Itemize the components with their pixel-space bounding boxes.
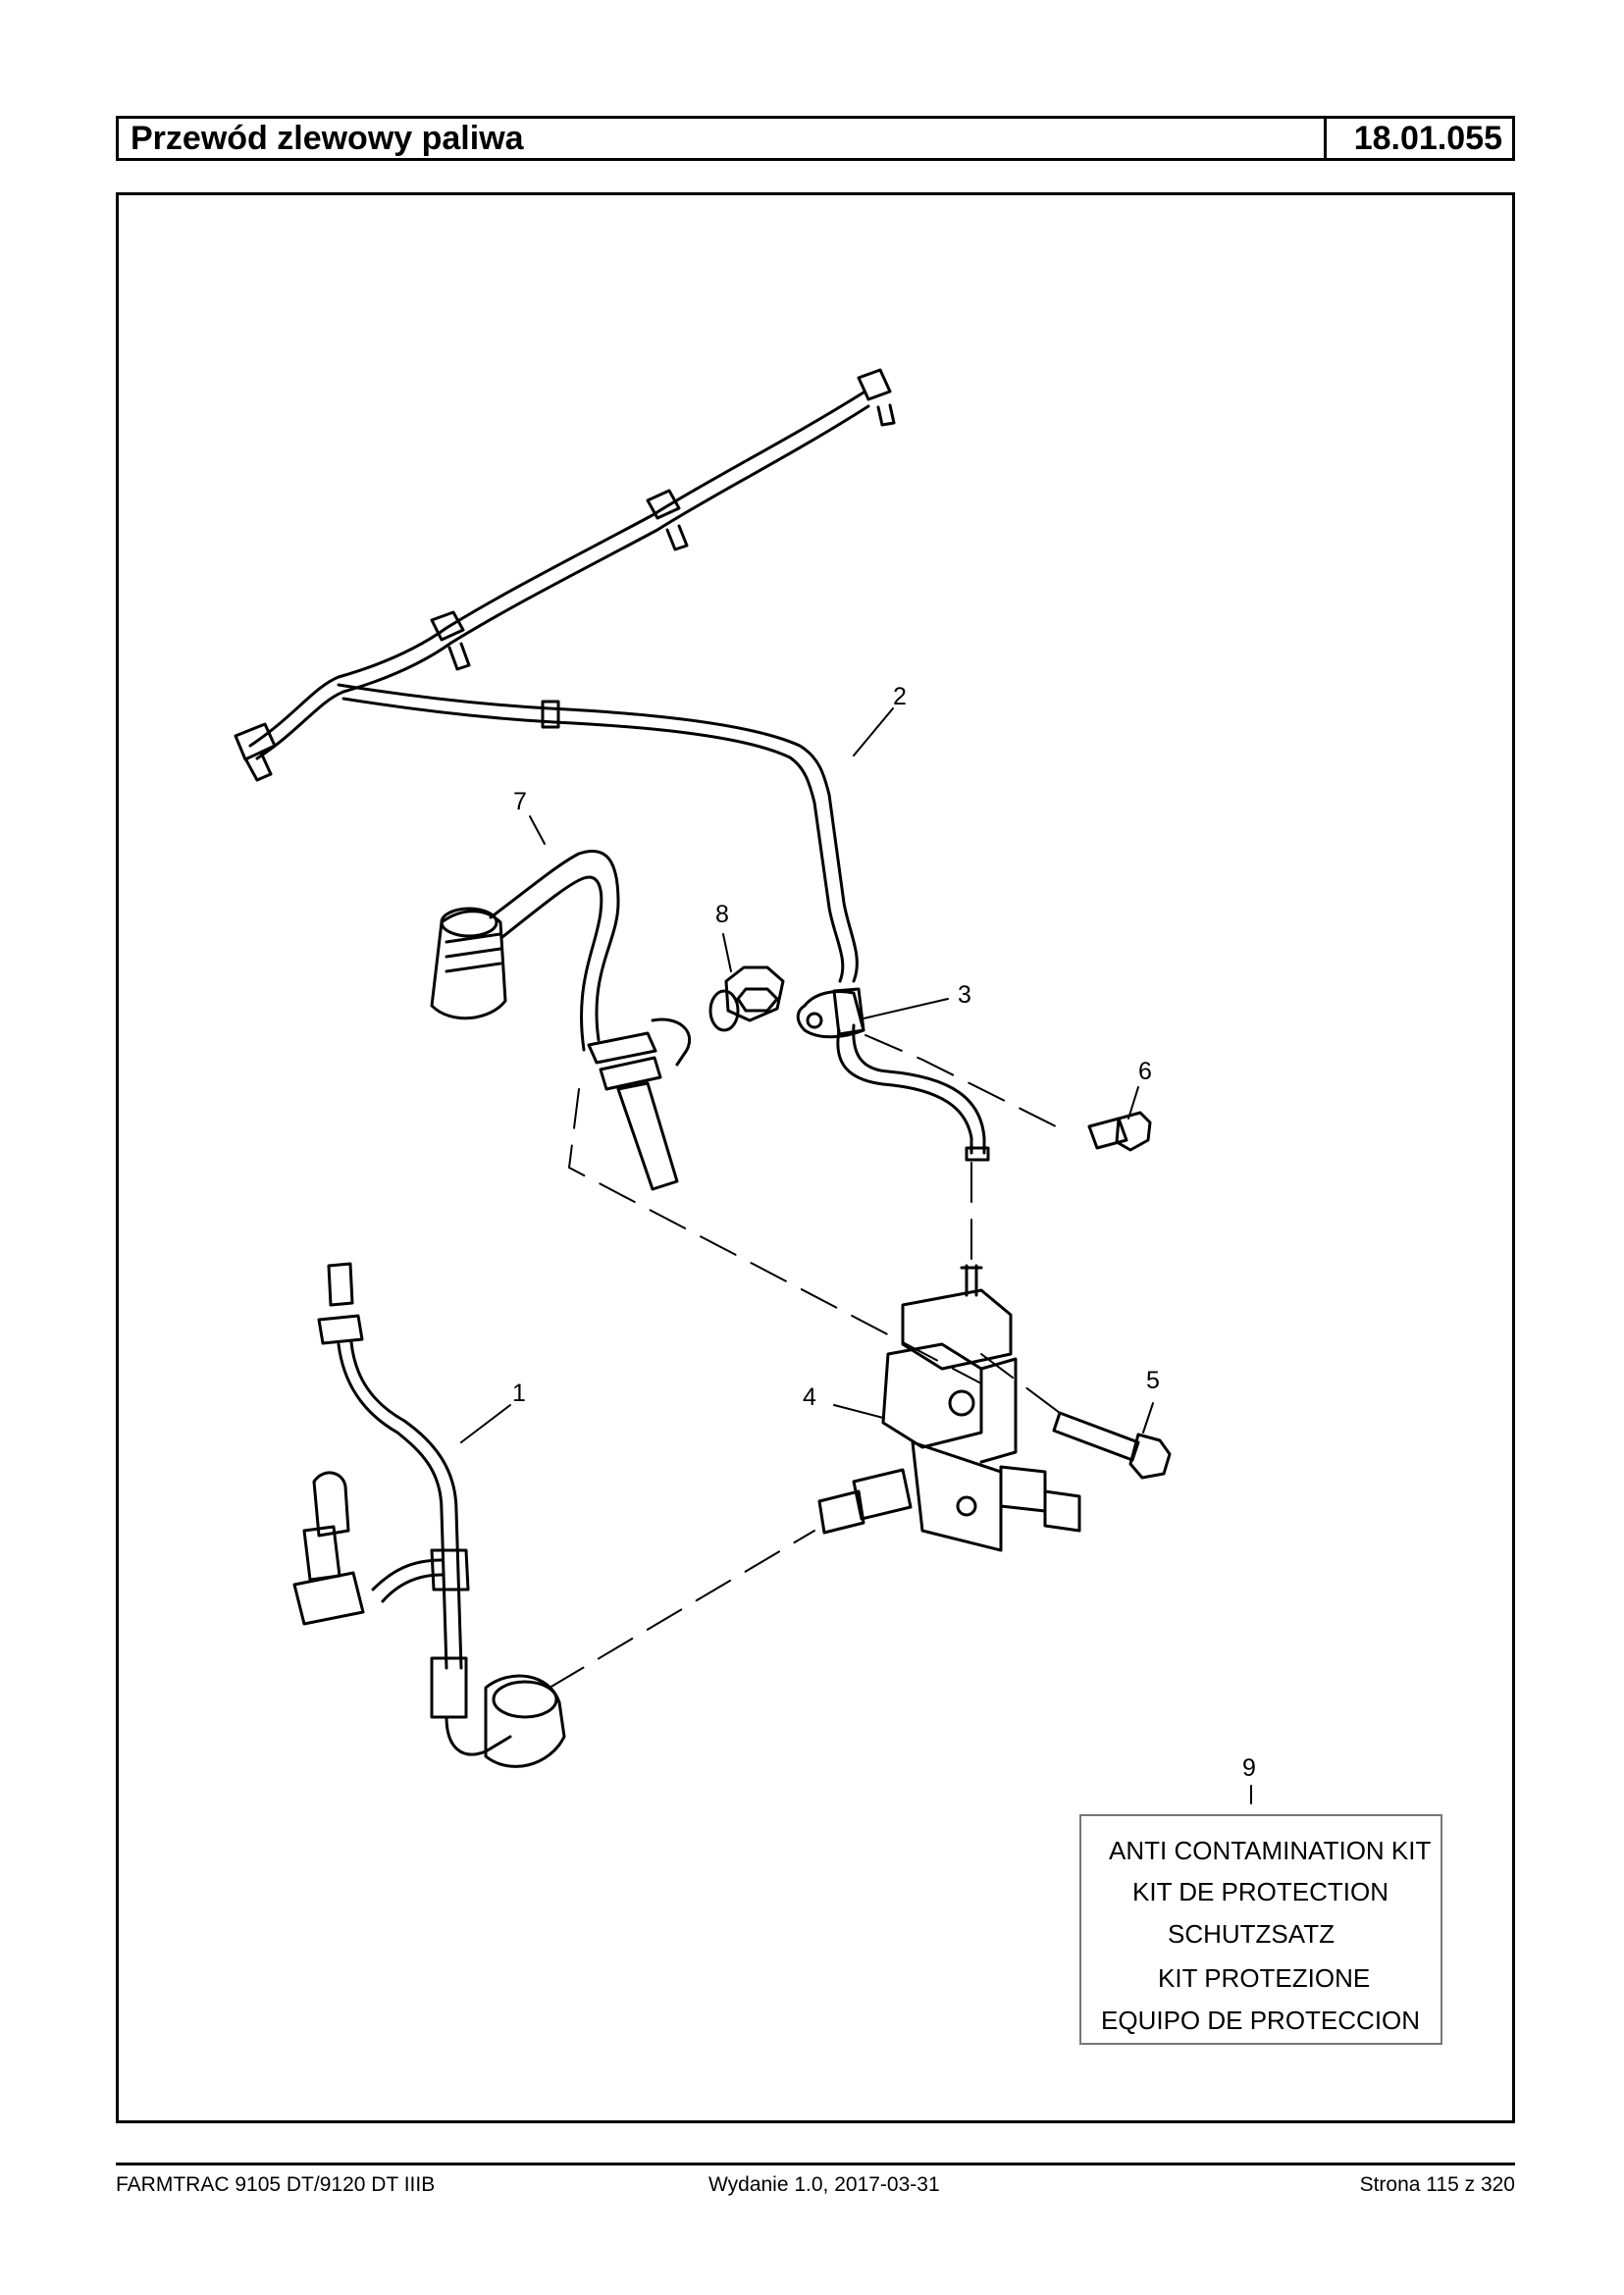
callout-labels: 7 2 8 3 6 5 4 1 9 <box>512 683 1256 1782</box>
footer-edition: Wydanie 1.0, 2017-03-31 <box>708 2173 940 2196</box>
callout-2: 2 <box>893 683 907 710</box>
kit-label-box: ANTI CONTAMINATION KIT KIT DE PROTECTION… <box>1079 1814 1442 2045</box>
footer-divider <box>116 2163 1515 2165</box>
page-header: Przewód zlewowy paliwa 18.01.055 <box>116 116 1515 161</box>
section-code: 18.01.055 <box>1324 119 1512 158</box>
diagram-frame <box>116 192 1515 2123</box>
callout-1: 1 <box>512 1380 526 1407</box>
callout-5: 5 <box>1146 1367 1160 1394</box>
part-5-bolt <box>1052 1411 1172 1480</box>
part-4-manifold <box>817 1264 1081 1552</box>
callout-leaders <box>460 707 1252 1804</box>
part-6-bolt <box>1087 1111 1152 1152</box>
footer-model: FARMTRAC 9105 DT/9120 DT IIIB <box>116 2173 436 2196</box>
kit-line-es: EQUIPO DE PROTECCION <box>1101 2006 1421 2035</box>
callout-7: 7 <box>513 788 527 815</box>
kit-line-it: KIT PROTEZIONE <box>1158 1963 1371 1993</box>
footer-page-number: Strona 115 z 320 <box>1359 2173 1515 2196</box>
part-3-clip <box>796 987 865 1039</box>
part-7-hose <box>430 850 691 1191</box>
callout-3: 3 <box>958 981 971 1009</box>
part-1-hose <box>292 1262 566 1768</box>
kit-line-fr: KIT DE PROTECTION <box>1132 1877 1388 1906</box>
return-line-harness <box>234 368 990 1162</box>
callout-9: 9 <box>1242 1754 1256 1782</box>
callout-6: 6 <box>1138 1058 1152 1085</box>
assembly-lines <box>549 1034 1061 1689</box>
callout-4: 4 <box>803 1383 816 1411</box>
kit-line-en: ANTI CONTAMINATION KIT <box>1109 1836 1432 1865</box>
part-8-bolt <box>708 965 785 1032</box>
callout-8: 8 <box>715 901 729 928</box>
kit-line-de: SCHUTZSATZ <box>1168 1919 1335 1949</box>
page-title: Przewód zlewowy paliwa <box>131 120 524 157</box>
